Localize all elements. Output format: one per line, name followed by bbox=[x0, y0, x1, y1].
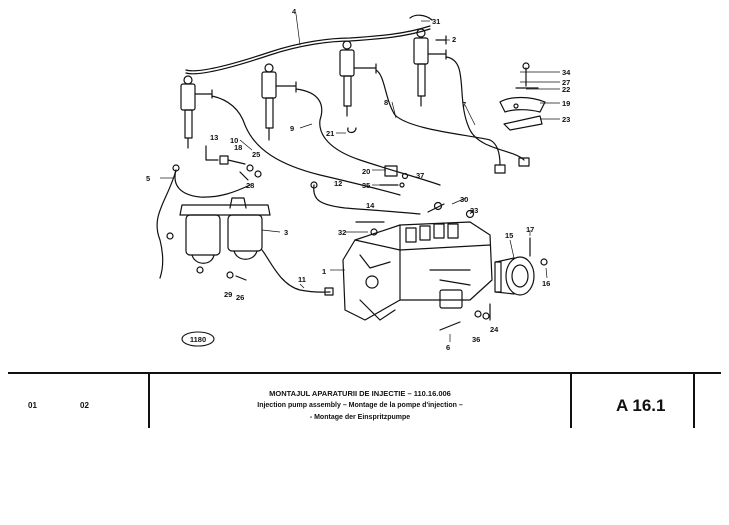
leader-lines bbox=[160, 20, 560, 342]
callout-2: 2 bbox=[452, 35, 456, 44]
fuel-filter-assembly bbox=[166, 197, 271, 274]
injector-4 bbox=[413, 28, 447, 107]
left-code-b: 02 bbox=[80, 401, 89, 410]
high-pressure-line-7 bbox=[445, 56, 530, 167]
callout-35: 35 bbox=[362, 181, 370, 190]
callout-16: 16 bbox=[542, 279, 550, 288]
bolt-17 bbox=[529, 237, 548, 266]
injection-assembly-diagram: 1 2 3 4 5 6 7 8 9 10 11 12 13 14 15 16 1… bbox=[146, 7, 571, 352]
callout-23: 23 bbox=[562, 115, 570, 124]
callout-labels: 1 2 3 4 5 6 7 8 9 10 11 12 13 14 15 16 1… bbox=[146, 7, 571, 352]
figure-code-badge: 1180 bbox=[181, 331, 215, 347]
svg-text:1180: 1180 bbox=[190, 335, 206, 344]
callout-1: 1 bbox=[322, 267, 326, 276]
high-pressure-line-10 bbox=[211, 95, 401, 196]
callout-7: 7 bbox=[462, 100, 466, 109]
feed-line-5 bbox=[156, 164, 251, 279]
callout-15: 15 bbox=[505, 231, 513, 240]
callout-31: 31 bbox=[432, 17, 440, 26]
pump-lower-parts bbox=[439, 303, 491, 331]
callout-25: 25 bbox=[252, 150, 260, 159]
title-block-top-rule bbox=[8, 372, 721, 374]
left-code-a: 01 bbox=[28, 401, 37, 410]
title-line-3: - Montage der Einspritzpumpe bbox=[309, 414, 411, 421]
callout-18: 18 bbox=[234, 143, 242, 152]
fuel-line-12 bbox=[310, 181, 421, 215]
sheet-number: A 16.1 bbox=[616, 396, 666, 415]
title-line-2: Injection pump assembly – Montage de la … bbox=[257, 402, 463, 409]
callout-24: 24 bbox=[490, 325, 499, 334]
pump-bracket-parts bbox=[499, 62, 546, 131]
callout-12: 12 bbox=[334, 179, 342, 188]
callout-4: 4 bbox=[292, 7, 297, 16]
callout-5: 5 bbox=[146, 174, 150, 183]
leak-off-line bbox=[185, 13, 433, 75]
callout-26: 26 bbox=[236, 293, 244, 302]
callout-29: 29 bbox=[224, 290, 232, 299]
fuel-line-11 bbox=[261, 249, 334, 296]
callout-19: 19 bbox=[562, 99, 570, 108]
callout-33: 33 bbox=[470, 206, 478, 215]
callout-11: 11 bbox=[298, 275, 306, 284]
filter-bracket bbox=[205, 145, 262, 181]
callout-34: 34 bbox=[562, 68, 571, 77]
pump-drive-coupling bbox=[494, 256, 535, 296]
callout-8: 8 bbox=[384, 98, 388, 107]
small-fittings bbox=[347, 127, 409, 188]
callout-14: 14 bbox=[366, 201, 375, 210]
callout-30: 30 bbox=[460, 195, 468, 204]
title-block: 01 02 MONTAJUL APARATURII DE INJECTIE – … bbox=[0, 366, 729, 432]
injector-1 bbox=[180, 75, 213, 149]
callout-22: 22 bbox=[562, 85, 570, 94]
callout-9: 9 bbox=[290, 124, 294, 133]
title-block-divider-right bbox=[570, 372, 572, 428]
callout-20: 20 bbox=[362, 167, 370, 176]
callout-3: 3 bbox=[284, 228, 288, 237]
banjo-fittings bbox=[427, 201, 475, 219]
injection-pump bbox=[342, 221, 493, 321]
title-line-1: MONTAJUL APARATURII DE INJECTIE – 110.16… bbox=[269, 389, 451, 398]
callout-28: 28 bbox=[246, 181, 254, 190]
title-block-divider-end bbox=[693, 372, 695, 428]
callout-6: 6 bbox=[446, 343, 450, 352]
callout-27: 27 bbox=[562, 78, 570, 87]
injector-3 bbox=[339, 40, 377, 117]
callout-37: 37 bbox=[416, 171, 424, 180]
title-block-divider-left bbox=[148, 372, 150, 428]
high-pressure-line-8 bbox=[375, 69, 506, 174]
callout-10: 10 bbox=[230, 136, 238, 145]
washer-parts bbox=[226, 271, 247, 281]
callout-32: 32 bbox=[338, 228, 346, 237]
callout-21: 21 bbox=[326, 129, 334, 138]
callout-13: 13 bbox=[210, 133, 218, 142]
callout-17: 17 bbox=[526, 225, 534, 234]
bolt-14 bbox=[355, 221, 385, 236]
injector-2 bbox=[261, 63, 297, 141]
callout-36: 36 bbox=[472, 335, 480, 344]
